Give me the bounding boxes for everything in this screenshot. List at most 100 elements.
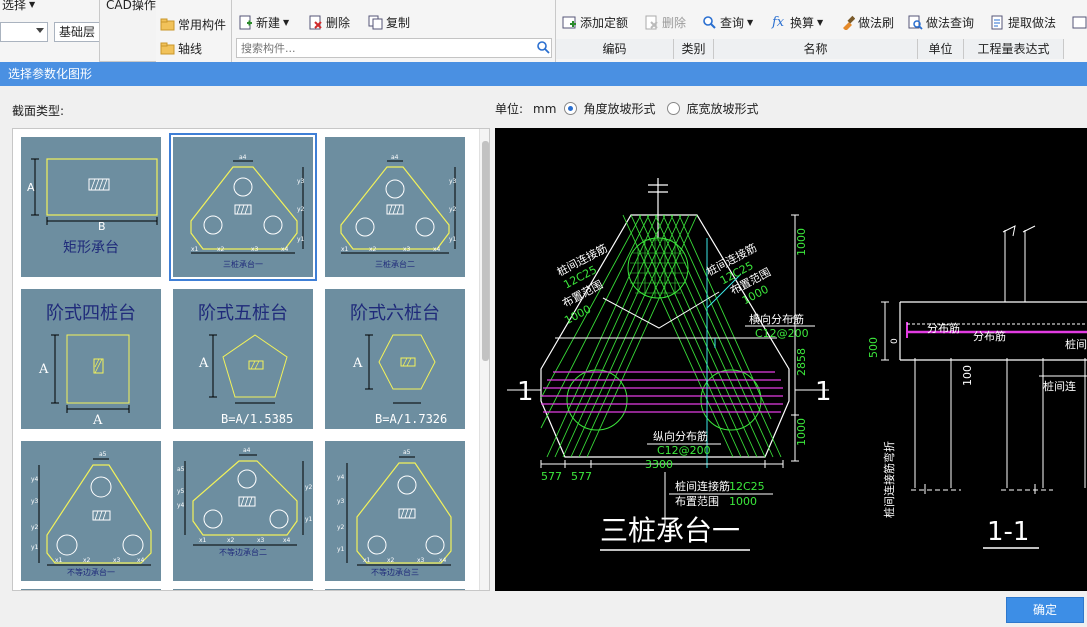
dim-label: y2 xyxy=(305,484,313,491)
extract-method-button[interactable]: 提取做法 xyxy=(990,14,1056,31)
dim-bottom: 1000 xyxy=(795,418,808,446)
new-icon xyxy=(238,15,253,30)
thumb-unequal-cap-3[interactable]: a5 y4 y3 y2 y1 x1 x2 x3 x4 不等边承台三 xyxy=(325,441,465,581)
thumb-row4-a[interactable] xyxy=(21,589,161,590)
thumb-label: 不等边承台二 xyxy=(219,547,267,557)
section-dist-bar-1: 分布筋 xyxy=(927,321,960,335)
thumb-stepped-four-pile[interactable]: 阶式四桩台 A A xyxy=(21,289,161,429)
section-mark-left: 1 xyxy=(517,377,534,407)
angle-slope-label[interactable]: 角度放坡形式 xyxy=(583,102,656,116)
header-text: 单位 xyxy=(928,42,953,56)
label-bottom-range-val: 1000 xyxy=(729,495,757,508)
dim-width: 3300 xyxy=(645,458,673,471)
thumb-label: 三桩承台二 xyxy=(375,259,415,269)
col-header-name[interactable]: 名称 xyxy=(714,39,918,59)
delete-component-button[interactable]: 删除 xyxy=(308,14,350,31)
thumb-rect-cap[interactable]: A B 矩形承台 xyxy=(21,137,161,277)
gallery-scrollbar[interactable] xyxy=(479,129,489,590)
dim-mid: 2858 xyxy=(795,348,808,376)
thumb-row4-c[interactable] xyxy=(325,589,465,590)
nav-item-common[interactable]: 常用构件 xyxy=(160,16,226,33)
new-button[interactable]: 新建▼ xyxy=(238,14,289,31)
floor-combo-2[interactable]: 基础层 xyxy=(54,22,99,42)
dialog-title-bar[interactable]: 选择参数化图形 xyxy=(0,62,1087,86)
width-slope-label[interactable]: 底宽放坡形式 xyxy=(686,102,759,116)
header-text: 工程量表达式 xyxy=(977,42,1050,56)
new-label: 新建 xyxy=(256,16,281,30)
dim-label: x2 xyxy=(369,246,377,253)
label-longitudinal: 纵向分布筋 xyxy=(653,429,708,443)
apply-method-button[interactable]: 做法刷 xyxy=(840,14,894,31)
thumb-unequal-cap-1[interactable]: a5 y4 y3 y2 y1 x1 x2 x3 x4 不等边承台一 xyxy=(21,441,161,581)
dim-label: x2 xyxy=(227,537,235,544)
dim-label: x4 xyxy=(283,537,291,544)
thumb-three-pile-cap-1[interactable]: a4 y3 y2 y1 x1 x2 x3 x4 三桩承台一 xyxy=(169,133,317,281)
thumb-three-pile-cap-2[interactable]: a4 y3 y2 y1 x1 x2 x3 x4 三桩承台二 xyxy=(325,137,465,277)
add-quota-button[interactable]: 添加定额 xyxy=(562,14,628,31)
dim-label: a5 xyxy=(177,466,185,473)
apply-method-label: 做法刷 xyxy=(858,16,895,30)
dim-label: y1 xyxy=(31,544,39,551)
select-menu[interactable]: 选择▼ xyxy=(2,0,35,13)
chevron-down-icon: ▼ xyxy=(817,18,824,27)
thumb-row4-b[interactable] xyxy=(173,589,313,590)
thumb-label: 阶式四桩台 xyxy=(46,303,136,324)
dim-label: y1 xyxy=(305,516,313,523)
dim-label: x4 xyxy=(137,557,145,564)
section-vertical-label: 桩间连接筋弯折 xyxy=(882,441,896,518)
dim-label: x2 xyxy=(387,557,395,564)
delete-icon xyxy=(308,15,323,30)
dim-label: a5 xyxy=(99,451,107,458)
query-button[interactable]: 查询▼ xyxy=(702,14,753,31)
delete-quota-button[interactable]: 删除 xyxy=(644,14,686,31)
function-icon: fx xyxy=(772,15,785,30)
thumb-stepped-five-pile[interactable]: 阶式五桩台 A B=A/1.5385 xyxy=(173,289,313,429)
cad-panel: CAD操作 xyxy=(100,0,158,62)
query-icon xyxy=(702,15,717,30)
scrollbar-thumb[interactable] xyxy=(482,141,489,361)
section-title: 1-1 xyxy=(987,517,1029,547)
nav-item-axis[interactable]: 轴线 xyxy=(160,40,202,57)
more-icon[interactable] xyxy=(1072,15,1087,33)
ok-label: 确定 xyxy=(1032,603,1057,617)
copy-button[interactable]: 复制 xyxy=(368,14,410,31)
search-input[interactable] xyxy=(236,38,552,58)
method-query-button[interactable]: 做法查询 xyxy=(908,14,974,31)
unit-label: 单位: xyxy=(495,102,524,116)
col-header-unit[interactable]: 单位 xyxy=(918,39,964,59)
nav-item-label: 常用构件 xyxy=(178,18,227,32)
parametric-shape-dialog: 选择参数化图形 截面类型: 单位: mm 角度放坡形式 底宽放坡形式 A B 矩… xyxy=(0,62,1087,627)
angle-slope-radio[interactable] xyxy=(564,102,578,115)
width-slope-radio[interactable] xyxy=(667,102,681,115)
dim-label: A xyxy=(27,181,35,194)
col-header-expression[interactable]: 工程量表达式 xyxy=(964,39,1064,59)
col-header-code[interactable]: 编码 xyxy=(556,39,674,59)
thumb-stepped-six-pile[interactable]: 阶式六桩台 A B=A/1.7326 xyxy=(325,289,465,429)
unit-value: mm xyxy=(533,101,557,116)
method-query-label: 做法查询 xyxy=(926,16,975,30)
dim-label: y3 xyxy=(449,178,457,185)
chevron-down-icon xyxy=(36,28,44,33)
thumb-unequal-cap-2[interactable]: a4 a5 y5 y4 y2 y1 x1 x2 x3 x4 不等边承台二 xyxy=(173,441,313,581)
dim-label: x3 xyxy=(417,557,425,564)
dim-label: y2 xyxy=(31,524,39,531)
preview-main-title: 三桩承台一 xyxy=(600,514,740,547)
label-bottom-conn: 桩间连接筋 xyxy=(675,479,730,493)
dim-label: y2 xyxy=(449,206,457,213)
dim-label: y1 xyxy=(337,546,345,553)
section-dist-bar-2: 分布筋 xyxy=(973,329,1006,343)
section-dim-100: 100 xyxy=(961,365,974,386)
dim-top: 1000 xyxy=(795,228,808,256)
convert-button[interactable]: fx 换算▼ xyxy=(772,14,823,31)
dim-label: x3 xyxy=(257,537,265,544)
floor-combo-1[interactable] xyxy=(0,22,48,42)
col-header-type[interactable]: 类别 xyxy=(674,39,714,59)
unit-row: 单位: mm 角度放坡形式 底宽放坡形式 xyxy=(495,100,758,117)
label-longitudinal-spec: C12@200 xyxy=(657,444,711,457)
dim-label: a5 xyxy=(403,449,411,456)
search-icon[interactable] xyxy=(536,40,550,57)
cad-menu[interactable]: CAD操作 xyxy=(106,0,156,13)
ok-button[interactable]: 确定 xyxy=(1006,597,1084,623)
dim-label: A xyxy=(38,362,49,377)
folder-icon xyxy=(160,17,175,32)
